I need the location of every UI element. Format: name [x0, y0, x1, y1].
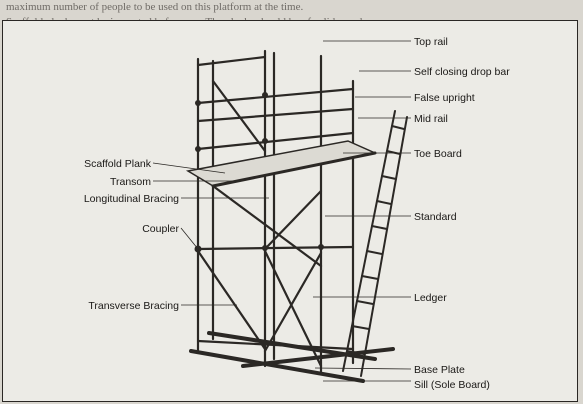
ledger: [196, 339, 355, 351]
label-sill-sole-board: Sill (Sole Board): [414, 379, 490, 391]
label-longitudinal-bracing: Longitudinal Bracing: [84, 193, 179, 205]
label-self-closing-drop-bar: Self closing drop bar: [414, 66, 510, 78]
coupler: [262, 92, 268, 98]
label-false-upright: False upright: [414, 92, 475, 104]
label-base-plate: Base Plate: [414, 364, 465, 376]
label-transom: Transom: [110, 176, 151, 188]
label-transverse-bracing: Transverse Bracing: [88, 300, 179, 312]
transverse-bracing: [196, 249, 267, 351]
coupler: [262, 245, 268, 251]
label-top-rail: Top rail: [414, 36, 448, 48]
coupler: [318, 244, 324, 250]
ledger: [196, 87, 355, 105]
longitudinal-bracing: [263, 189, 323, 251]
toe-board: [211, 151, 377, 188]
label-toe-board: Toe Board: [414, 148, 462, 160]
longitudinal-bracing: [211, 184, 323, 268]
background-text-line: maximum number of people to be used on t…: [6, 1, 304, 13]
ledger: [196, 55, 267, 67]
scaffold-structure: [185, 49, 408, 383]
label-ledger: Ledger: [414, 292, 447, 304]
coupler: [195, 100, 201, 106]
leader-lines: [152, 40, 412, 382]
label-coupler: Coupler: [142, 223, 179, 235]
transverse-bracing: [263, 249, 323, 368]
ledger: [196, 131, 355, 151]
ladder: [342, 110, 408, 377]
sill-board: [189, 349, 365, 383]
transverse-bracing: [211, 79, 267, 153]
coupler: [262, 138, 268, 144]
ledger: [196, 107, 355, 123]
coupler: [195, 146, 201, 152]
ledger: [196, 245, 355, 251]
label-standard: Standard: [414, 211, 457, 223]
label-scaffold-plank: Scaffold Plank: [84, 158, 152, 170]
label-mid-rail: Mid rail: [414, 113, 448, 125]
transverse-bracing: [263, 251, 323, 353]
